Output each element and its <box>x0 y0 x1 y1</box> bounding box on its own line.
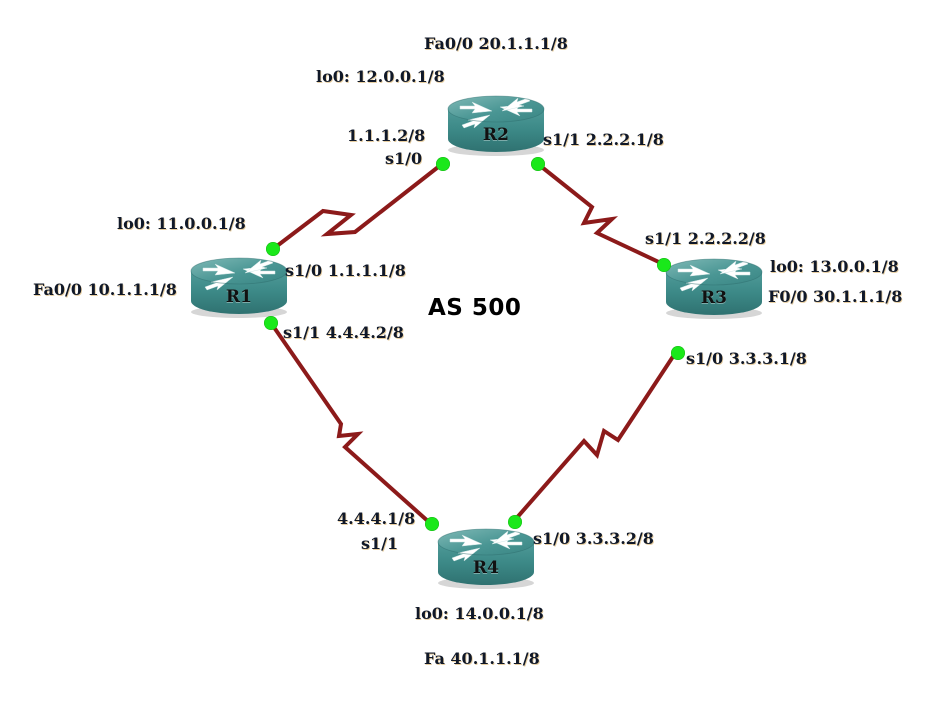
interface-address-label: s1/1 2.2.2.1/8 <box>543 130 664 149</box>
interface-address-label: s1/0 1.1.1.1/8 <box>285 261 406 280</box>
interface-address-label: F0/0 30.1.1.1/8 <box>768 287 903 306</box>
router-r1[interactable]: R1 <box>185 257 293 319</box>
interface-address-label: lo0: 14.0.0.1/8 <box>415 604 544 623</box>
router-label: R4 <box>472 558 500 578</box>
as-number-label: AS 500 <box>428 295 522 321</box>
router-label: R3 <box>700 288 728 308</box>
interface-address-label: Fa 40.1.1.1/8 <box>424 649 540 668</box>
interface-node[interactable] <box>264 316 278 330</box>
interface-node[interactable] <box>425 517 439 531</box>
interface-address-label: s1/1 4.4.4.2/8 <box>283 323 404 342</box>
router-label: R2 <box>482 125 510 145</box>
interface-address-label: Fa0/0 20.1.1.1/8 <box>424 34 568 53</box>
interface-address-label: 1.1.1.2/8 <box>347 126 426 145</box>
serial-link <box>536 162 664 266</box>
interface-node[interactable] <box>436 157 450 171</box>
router-r2[interactable]: R2 <box>442 95 550 157</box>
interface-node[interactable] <box>266 242 280 256</box>
interface-address-label: s1/0 <box>385 149 423 168</box>
interface-address-label: lo0: 13.0.0.1/8 <box>770 257 899 276</box>
interface-address-label: Fa0/0 10.1.1.1/8 <box>33 280 177 299</box>
router-label: R1 <box>225 287 253 307</box>
serial-link <box>512 350 678 523</box>
interface-node[interactable] <box>657 258 671 272</box>
interface-address-label: lo0: 11.0.0.1/8 <box>117 214 246 233</box>
interface-address-label: s1/1 <box>361 534 399 553</box>
interface-address-label: s1/0 3.3.3.1/8 <box>686 349 807 368</box>
router-r3[interactable]: R3 <box>660 258 768 320</box>
interface-node[interactable] <box>531 157 545 171</box>
router-icon <box>437 528 535 589</box>
serial-link <box>269 321 432 525</box>
router-icon <box>665 258 763 319</box>
interface-address-label: s1/1 2.2.2.2/8 <box>645 229 766 248</box>
interface-node[interactable] <box>671 346 685 360</box>
router-icon <box>447 95 545 156</box>
interface-address-label: s1/0 3.3.3.2/8 <box>533 529 654 548</box>
router-r4[interactable]: R4 <box>432 528 540 590</box>
serial-link <box>271 162 444 251</box>
interface-address-label: 4.4.4.1/8 <box>337 509 416 528</box>
interface-node[interactable] <box>508 515 522 529</box>
router-icon <box>190 257 288 318</box>
interface-address-label: lo0: 12.0.0.1/8 <box>316 67 445 86</box>
